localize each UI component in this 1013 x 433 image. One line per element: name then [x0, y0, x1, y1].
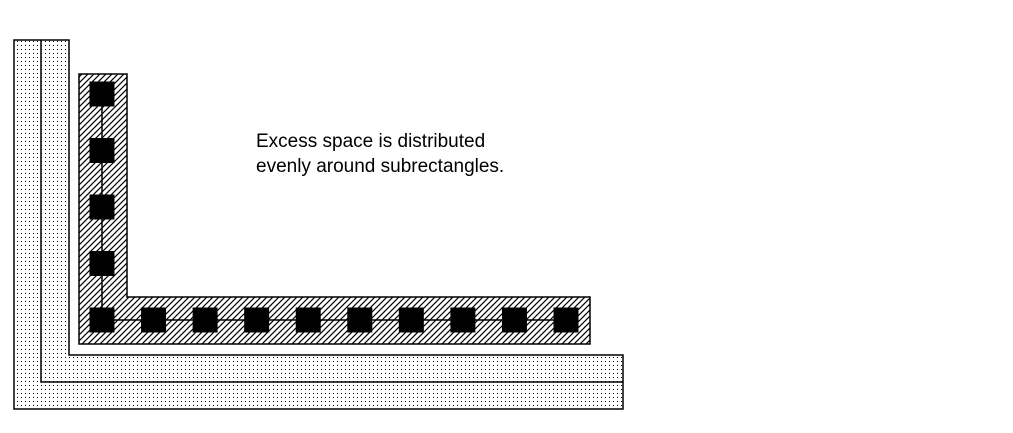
horizontal-subrectangle	[501, 307, 527, 333]
horizontal-subrectangle	[244, 307, 270, 333]
caption-line-2: evenly around subrectangles.	[256, 156, 504, 177]
corner-subrectangle	[89, 307, 115, 333]
subrectangles-group	[89, 81, 579, 333]
dotted-region-divider	[40, 40, 623, 383]
horizontal-subrectangle	[398, 307, 424, 333]
vertical-subrectangle	[89, 251, 115, 276]
horizontal-subrectangle	[192, 307, 218, 333]
horizontal-subrectangle	[553, 307, 579, 333]
horizontal-subrectangle	[450, 307, 476, 333]
vertical-subrectangle	[89, 138, 115, 163]
horizontal-subrectangle	[295, 307, 321, 333]
outer-dotted-region	[13, 39, 624, 410]
hatched-region	[78, 73, 591, 345]
caption-line-1: Excess space is distributed	[256, 131, 485, 152]
horizontal-subrectangle	[141, 307, 167, 333]
horizontal-subrectangle	[347, 307, 373, 333]
vertical-subrectangle	[89, 194, 115, 220]
vertical-subrectangle	[89, 81, 115, 107]
